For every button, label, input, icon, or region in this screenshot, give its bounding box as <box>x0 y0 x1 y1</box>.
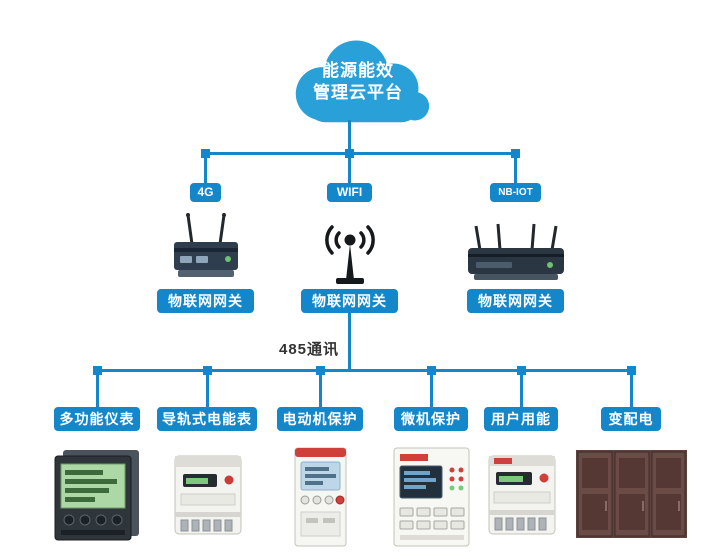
multifunction-meter-image <box>53 448 142 543</box>
terminal-label-din-rail-meter: 导轨式电能表 <box>157 407 257 431</box>
cloud-platform-title: 能源能效 管理云平台 <box>278 60 438 104</box>
bus-feed-line <box>348 311 351 371</box>
nbiot-router-image <box>464 222 568 284</box>
connection-badge-nbiot: NB-IOT <box>490 183 541 202</box>
cloud-title-line1: 能源能效 <box>322 61 394 80</box>
gateway-label-wifi: 物联网网关 <box>301 289 398 313</box>
cellular-router-image <box>168 212 244 284</box>
terminal-drop-line-2 <box>206 369 209 409</box>
terminal-drop-line-4 <box>430 369 433 409</box>
cloud-icon <box>295 40 430 123</box>
terminal-drop-line-3 <box>319 369 322 409</box>
gateway-drop-line-wifi <box>348 152 351 185</box>
wifi-antenna-icon <box>320 218 380 284</box>
terminal-drop-line-6 <box>630 369 633 409</box>
rs485-bus-line <box>95 369 634 372</box>
terminal-label-microcomputer-protection: 微机保护 <box>394 407 468 431</box>
microcomputer-protection-image <box>392 446 471 548</box>
terminal-label-multifunction-meter: 多功能仪表 <box>54 407 140 431</box>
user-energy-meter-image <box>480 452 563 540</box>
gateway-tier-line <box>204 152 517 155</box>
terminal-label-power-distribution: 变配电 <box>601 407 661 431</box>
connection-badge-4g: 4G <box>190 183 221 202</box>
bus-protocol-label: 485通讯 <box>278 341 340 358</box>
terminal-label-motor-protection: 电动机保护 <box>277 407 363 431</box>
din-rail-meter-image <box>163 452 252 540</box>
connection-badge-wifi: WIFI <box>327 183 372 202</box>
motor-protection-image <box>290 446 351 548</box>
cloud-platform-node: 能源能效 管理云平台 <box>278 34 438 134</box>
gateway-label-4g: 物联网网关 <box>157 289 254 313</box>
cloud-title-line2: 管理云平台 <box>313 83 403 102</box>
gateway-drop-line-4g <box>204 152 207 185</box>
cloud-drop-line <box>348 120 351 154</box>
terminal-drop-line-5 <box>520 369 523 409</box>
power-distribution-cabinet-image <box>574 446 689 542</box>
gateway-label-nbiot: 物联网网关 <box>467 289 564 313</box>
gateway-drop-line-nbiot <box>514 152 517 185</box>
terminal-label-user-energy: 用户用能 <box>484 407 558 431</box>
terminal-drop-line-1 <box>96 369 99 409</box>
